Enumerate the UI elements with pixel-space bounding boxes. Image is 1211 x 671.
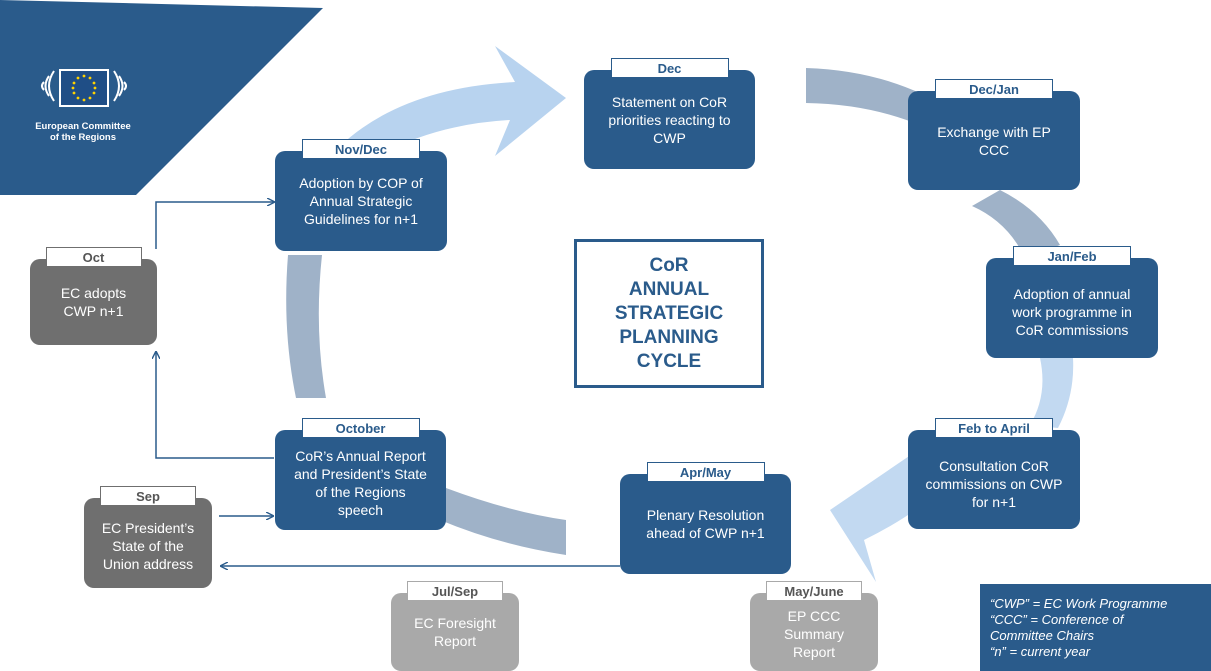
node-febapril-text: Consultation CoR commissions on CWP for …: [925, 457, 1063, 510]
cycle-arrow-bottom: [440, 488, 566, 555]
node-novdec-text: Adoption by COP of Annual Strategic Guid…: [299, 175, 423, 227]
node-oct-tag: Oct: [45, 247, 142, 267]
node-novdec-tag: Nov/Dec: [302, 139, 420, 159]
node-october-tag: October: [301, 418, 420, 438]
node-october-text: CoR’s Annual Report and President’s Stat…: [294, 448, 427, 518]
node-janfeb: Jan/Feb Adoption of annual work programm…: [986, 246, 1158, 358]
cycle-arrow-right-lower: [1030, 358, 1074, 428]
cycle-arrow-left: [286, 255, 326, 398]
connector-october-to-oct: [156, 352, 274, 459]
legend-line-ccc: “CCC” = Conference of: [990, 612, 1124, 627]
node-febapril: Feb to April Consultation CoR commission…: [908, 418, 1080, 529]
node-aprmay: Apr/May Plenary Resolution ahead of CWP …: [620, 462, 791, 574]
node-dec: Dec Statement on CoR priorities reacting…: [584, 58, 755, 169]
node-julsep-tag: Jul/Sep: [407, 581, 503, 601]
node-aprmay-text: Plenary Resolution ahead of CWP n+1: [646, 507, 765, 541]
connector-oct-to-novdec: [155, 202, 274, 249]
logo-text: European Committee of the Regions: [35, 121, 131, 143]
node-oct: Oct EC adopts CWP n+1: [30, 247, 157, 345]
node-decjan-text: Exchange with EP CCC: [937, 123, 1051, 158]
node-sep-text: EC President’s State of the Union addres…: [101, 520, 195, 572]
node-febapril-tag: Feb to April: [935, 418, 1053, 438]
legend-box: “CWP” = EC Work Programme “CCC” = Confer…: [980, 584, 1211, 671]
node-julsep: Jul/Sep EC Foresight Report: [391, 581, 519, 671]
node-decjan-tag: Dec/Jan: [935, 79, 1053, 99]
node-dec-tag: Dec: [610, 58, 729, 78]
cycle-arrow-top-right: [806, 68, 922, 126]
node-sep-tag: Sep: [100, 486, 196, 506]
cycle-arrow-right: [972, 190, 1060, 258]
node-decjan: Dec/Jan Exchange with EP CCC: [908, 79, 1080, 190]
logo-banner: [0, 0, 323, 195]
node-aprmay-tag: Apr/May: [646, 462, 765, 482]
node-novdec: Nov/Dec Adoption by COP of Annual Strate…: [275, 139, 447, 251]
cor-logo-icon: [41, 69, 127, 107]
node-janfeb-tag: Jan/Feb: [1013, 246, 1131, 266]
legend-line-cwp: “CWP” = EC Work Programme: [990, 596, 1168, 611]
node-october: October CoR’s Annual Report and Presiden…: [275, 418, 446, 530]
node-mayjune-text: EP CCC Summary Report: [784, 608, 844, 660]
node-janfeb-text: Adoption of annual work programme in CoR…: [1012, 286, 1132, 338]
node-julsep-text: EC Foresight Report: [414, 615, 496, 649]
cycle-title: CoR ANNUAL STRATEGIC PLANNING CYCLE: [574, 239, 764, 388]
node-oct-text: EC adopts CWP n+1: [60, 285, 127, 319]
node-dec-text: Statement on CoR priorities reacting to …: [608, 93, 731, 146]
node-mayjune-tag: May/June: [766, 581, 862, 601]
node-mayjune: May/June EP CCC Summary Report: [750, 581, 878, 671]
node-sep: Sep EC President’s State of the Union ad…: [84, 486, 212, 588]
legend-line-n: “n” = current year: [990, 644, 1091, 659]
legend-line-ccc-cont: Committee Chairs: [990, 628, 1095, 643]
